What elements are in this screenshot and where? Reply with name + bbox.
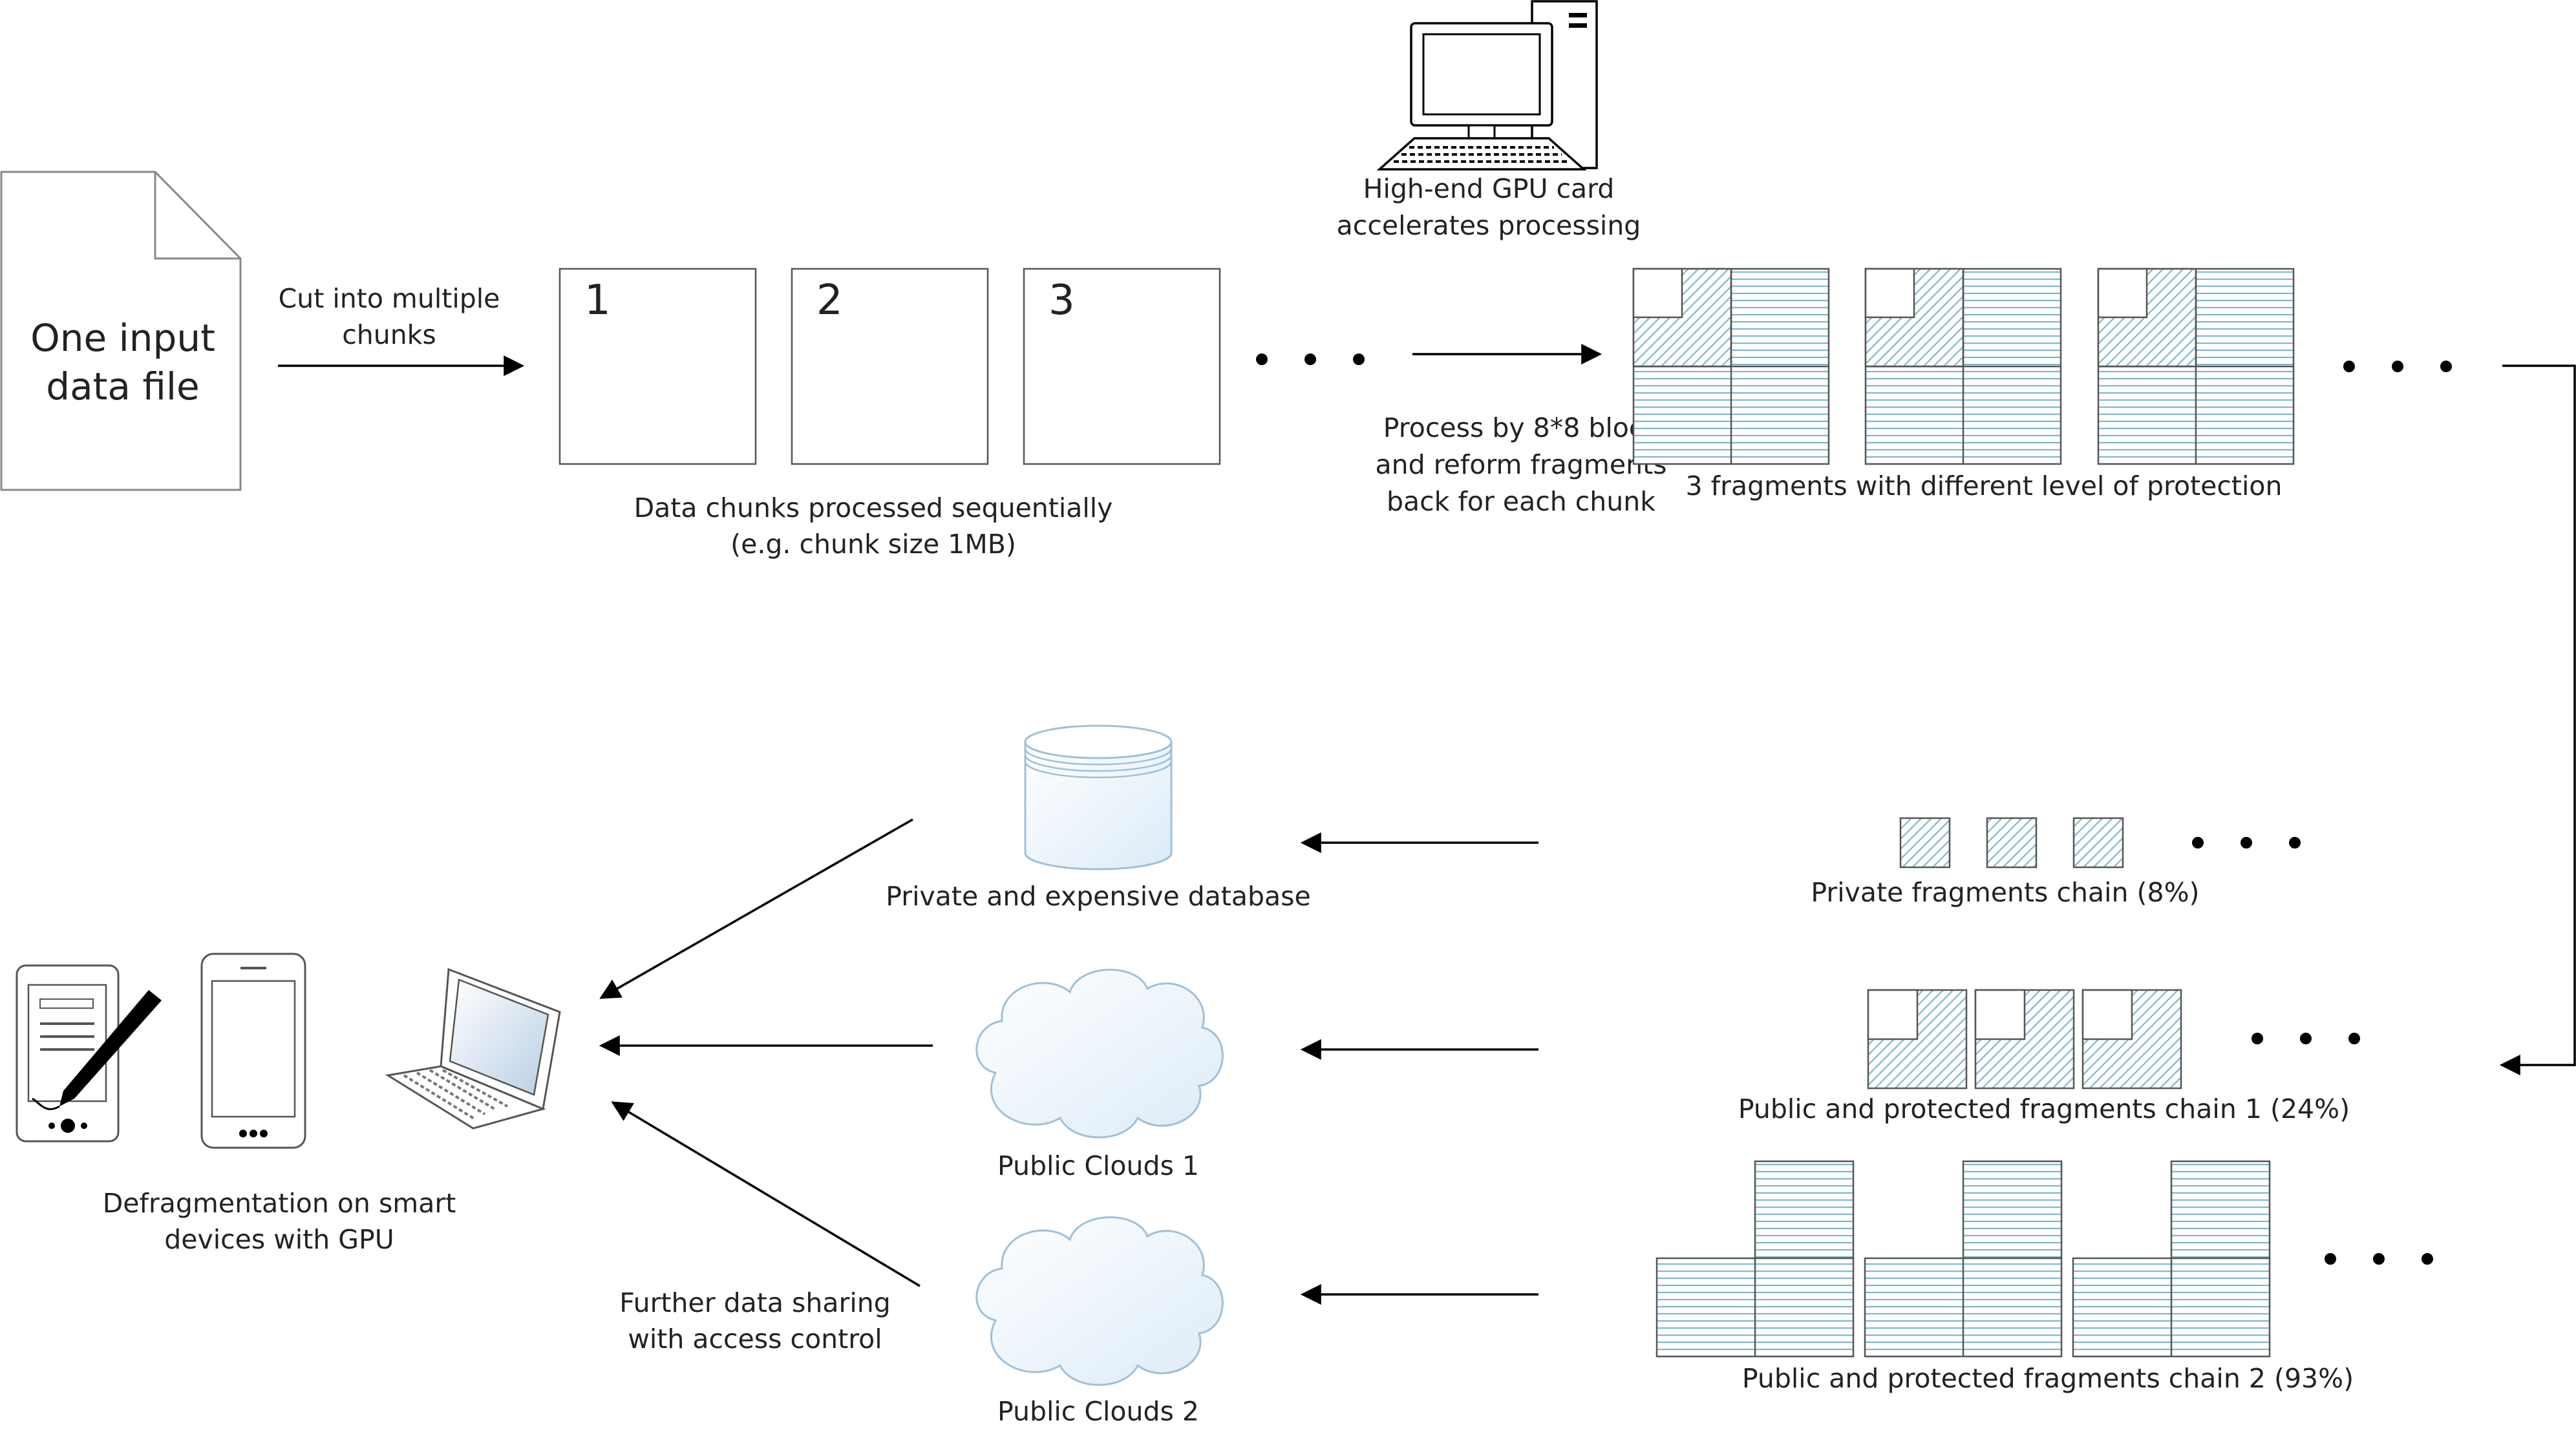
smartphone-icon [200, 953, 306, 1149]
gpu-label-line2: accelerates processing [1337, 210, 1641, 241]
cloud-1-label: Public Clouds 1 [997, 1150, 1199, 1181]
private-fragments-chain [1899, 817, 2124, 869]
cloud-2-label: Public Clouds 2 [997, 1396, 1199, 1427]
document-icon [0, 171, 242, 491]
fragmented-chunk [1864, 268, 2062, 465]
input-file-label-line2: data file [46, 364, 199, 408]
sharing-label-line1: Further data sharing [619, 1287, 890, 1318]
input-file-label-line1: One input [30, 316, 215, 360]
database-to-devices-arrow [599, 818, 913, 999]
public-chain-1-ellipsis [2251, 1033, 2360, 1044]
process-label-line2: and reform fragments [1376, 449, 1667, 480]
gpu-label-line1: High-end GPU card [1363, 173, 1615, 204]
private-chain-ellipsis [2192, 837, 2301, 849]
devices-label-line1: Defragmentation on smart [103, 1188, 456, 1219]
fragmented-chunk [2097, 268, 2295, 465]
chunks-ellipsis [1256, 353, 1365, 365]
right-connector-arrow [2499, 364, 2576, 1075]
process-label-line1: Process by 8*8 block [1383, 412, 1659, 443]
fragmented-chunk [1632, 268, 1830, 465]
chunks-caption-line2: (e.g. chunk size 1MB) [730, 529, 1016, 560]
public-chain-2-label: Public and protected fragments chain 2 (… [1742, 1363, 2354, 1394]
cut-label-line2: chunks [342, 319, 436, 350]
public-chain-2-ellipsis [2325, 1253, 2433, 1265]
sharing-label-line2: with access control [628, 1324, 882, 1355]
public-fragments-chain-2 [1655, 1160, 2271, 1358]
chunk-box-3 [1023, 268, 1221, 465]
database-label: Private and expensive database [886, 881, 1311, 912]
chunks-caption-line1: Data chunks processed sequentially [634, 492, 1113, 523]
database-icon [1024, 724, 1173, 870]
cloud-icon [975, 1216, 1224, 1386]
chunk-number-2: 2 [816, 277, 843, 324]
fragments-caption: 3 fragments with different level of prot… [1686, 470, 2283, 501]
fragments-ellipsis [2343, 361, 2452, 372]
chunk-box-1 [559, 268, 757, 465]
chunk-number-1: 1 [584, 277, 611, 324]
tablet-stylus-icon [16, 964, 162, 1143]
public-fragments-chain-1 [1867, 989, 2182, 1090]
cut-label-line1: Cut into multiple [279, 283, 500, 314]
private-chain-label: Private fragments chain (8%) [1811, 877, 2199, 908]
public-chain-1-label: Public and protected fragments chain 1 (… [1738, 1093, 2350, 1124]
desktop-computer-icon [1376, 0, 1598, 171]
chunk-number-3: 3 [1048, 277, 1075, 324]
cloud-icon [975, 969, 1224, 1139]
process-label-line3: back for each chunk [1387, 486, 1655, 517]
cloud2-to-devices-arrow [611, 1101, 921, 1287]
chunk-box-2 [791, 268, 989, 465]
laptop-icon [385, 967, 561, 1130]
devices-label-line2: devices with GPU [164, 1224, 394, 1255]
